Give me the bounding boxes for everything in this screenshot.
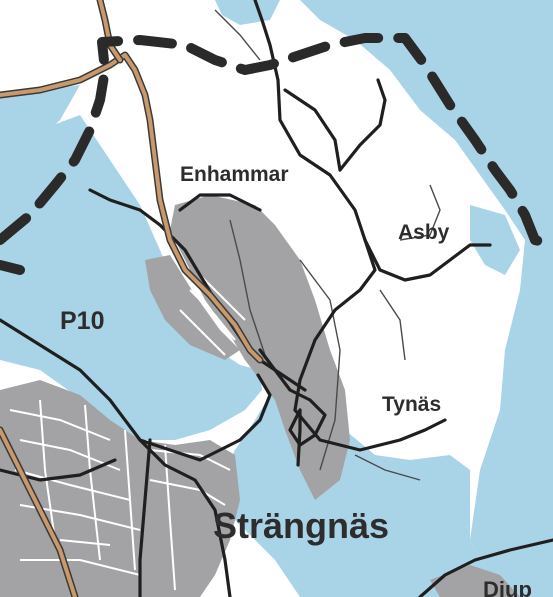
road-junction [258, 348, 327, 447]
road-east-branch [338, 78, 387, 172]
urban-west-patch [145, 255, 240, 360]
road-enhammar-west [178, 193, 262, 212]
road-town-east [138, 373, 272, 462]
highway-fill [0, 53, 262, 362]
road-enhammar-north [253, 0, 367, 242]
label-djup: Djup [483, 577, 532, 597]
boundary-line [0, 33, 553, 275]
water-lake-main [0, 115, 262, 440]
road-southeast [418, 538, 553, 597]
highway-northwest-fill [98, 0, 122, 62]
water-bay-east [470, 205, 520, 275]
highway-town-fill [0, 428, 77, 597]
label-asby: Asby [398, 221, 450, 244]
place-labels: Enhammar Asby P10 Tynäs Strängnäs Djup [60, 163, 532, 597]
road-town-northsouth [296, 408, 302, 467]
label-tynas: Tynäs [382, 393, 441, 416]
road-town-west [0, 318, 232, 597]
road-town-south [138, 438, 152, 597]
highway [0, 0, 264, 597]
water-lake-northeast [300, 0, 553, 597]
road-north-branch [283, 88, 342, 172]
label-strangnas: Strängnäs [213, 505, 389, 546]
local-roads [214, 9, 441, 481]
label-p10: P10 [60, 307, 104, 335]
road-asby [363, 238, 492, 282]
road-central-spine [293, 238, 377, 412]
label-enhammar: Enhammar [180, 163, 289, 186]
water-inlet-north [215, 0, 280, 25]
